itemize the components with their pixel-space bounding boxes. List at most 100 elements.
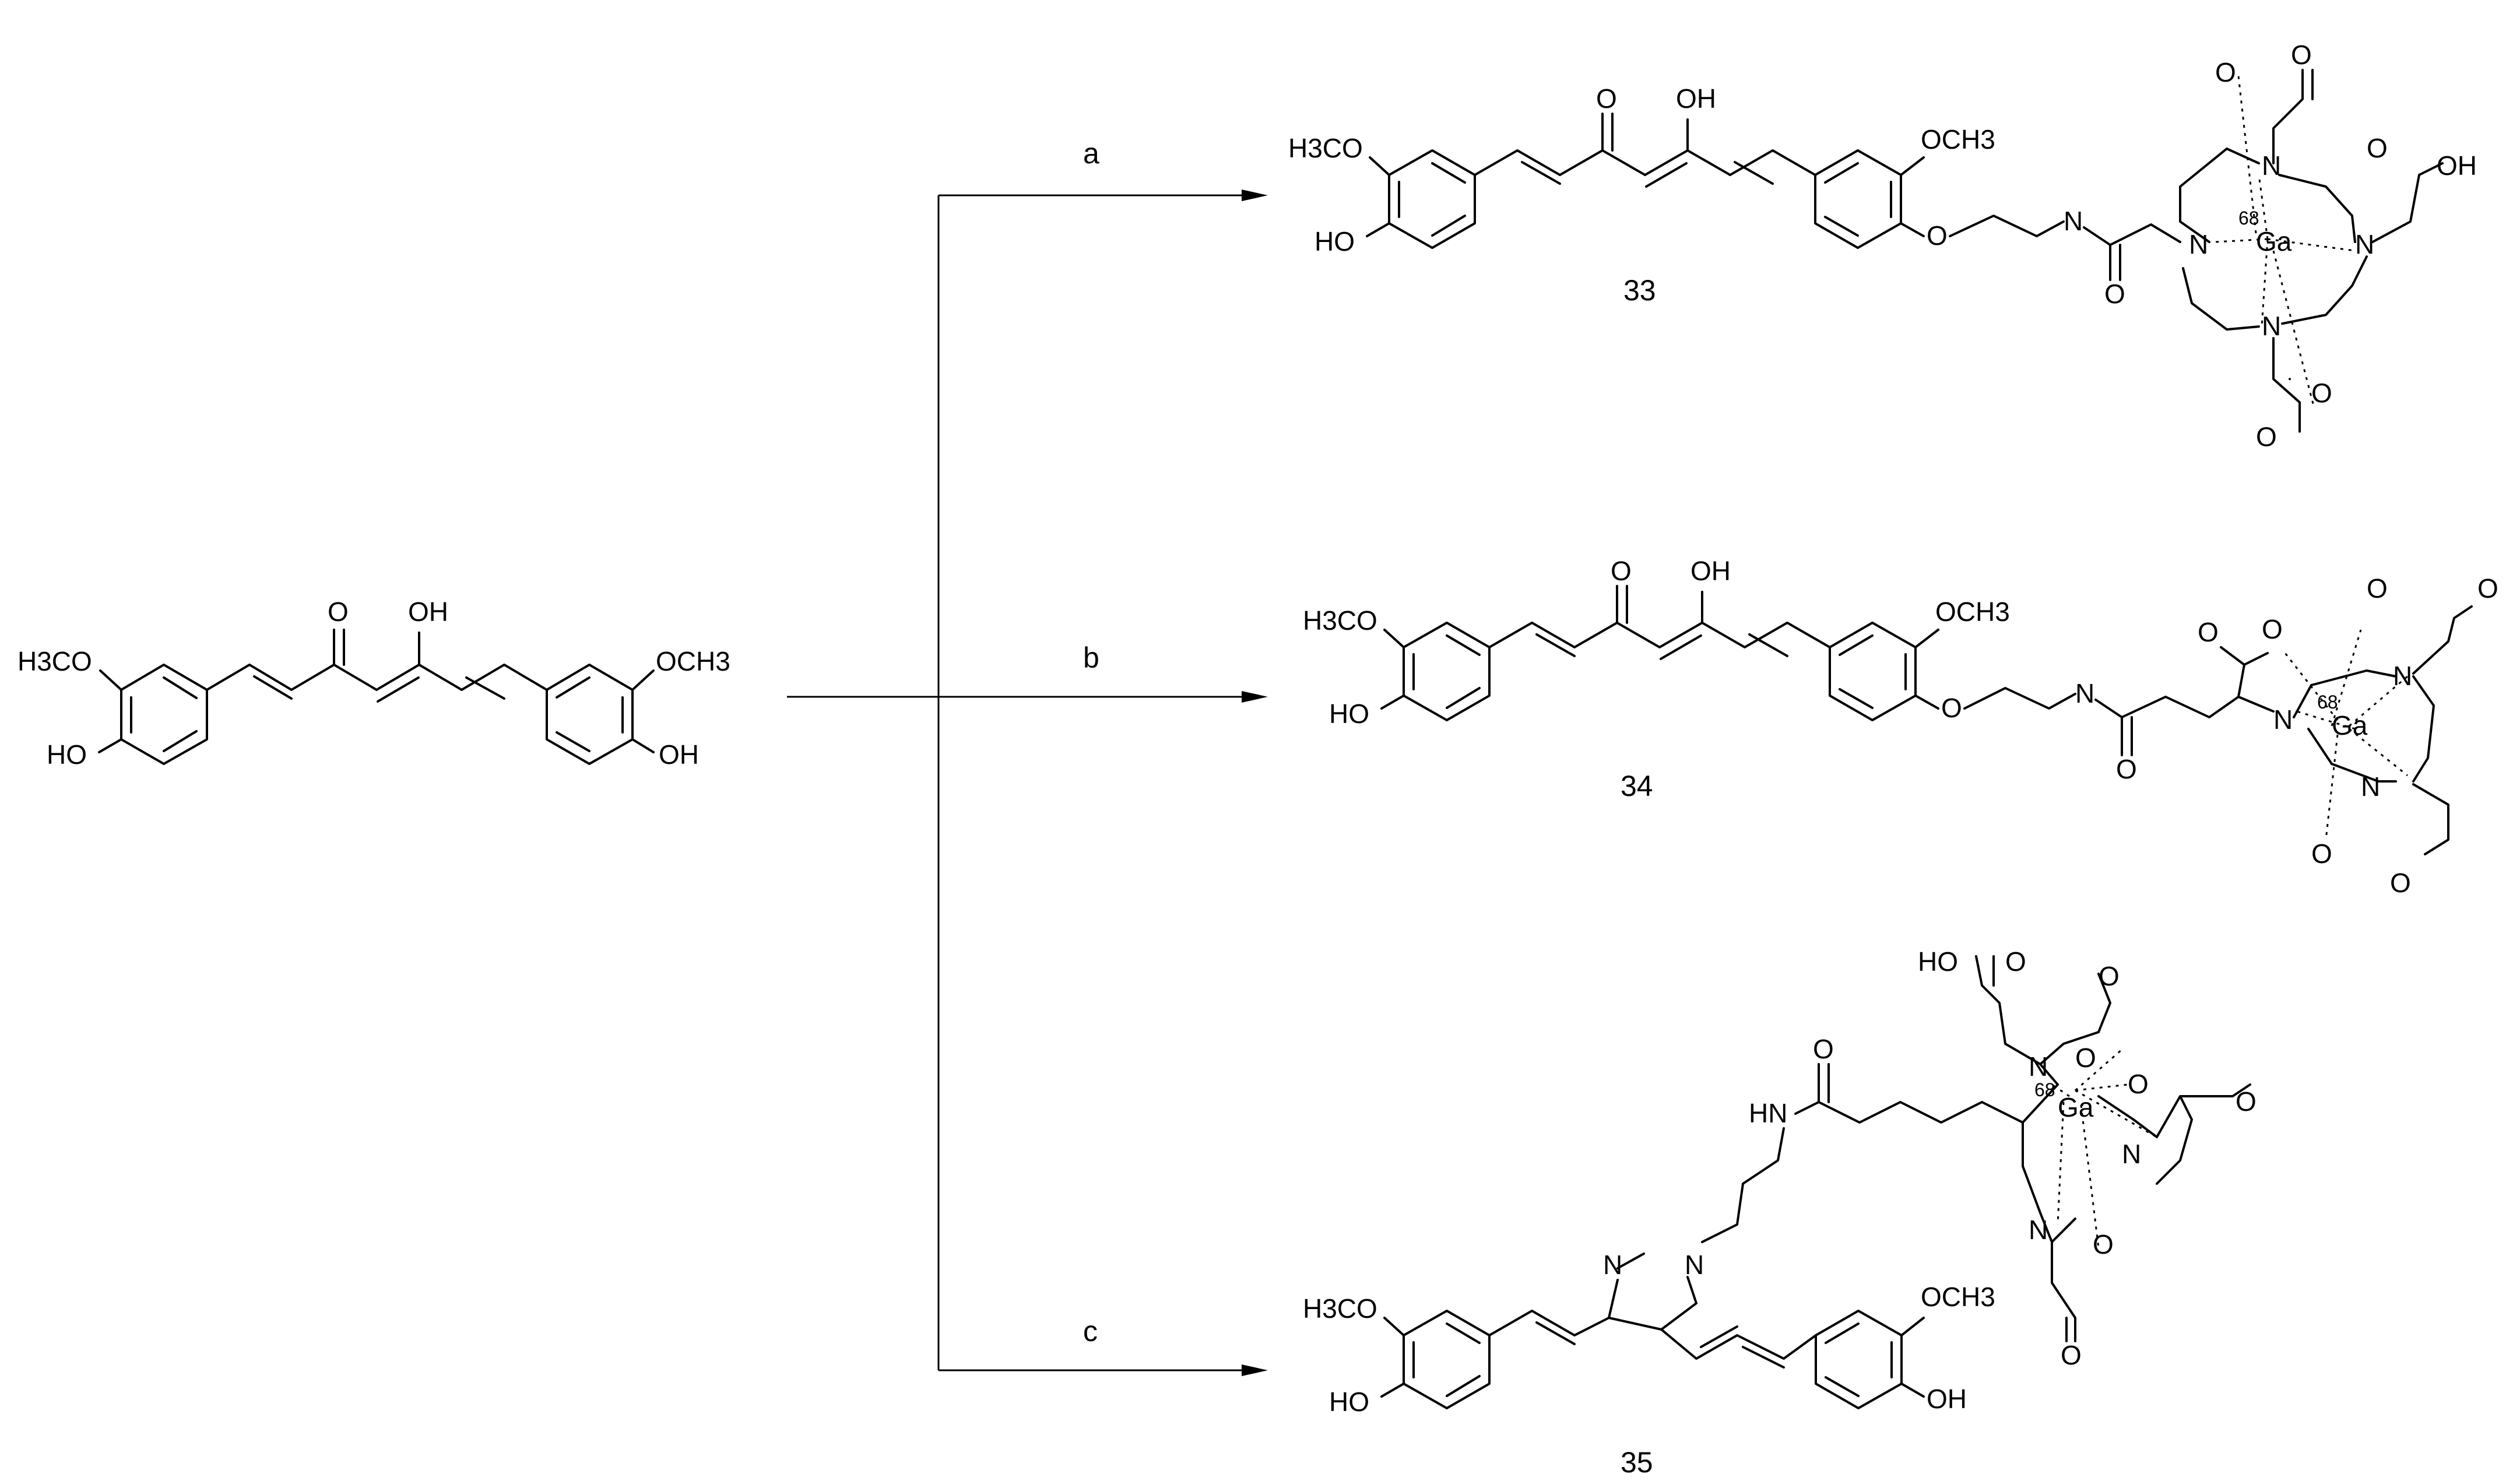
c35-linker bbox=[1380, 1063, 2059, 1398]
c34-label-14: 68 bbox=[2317, 692, 2338, 713]
reaction-arrows: a b c bbox=[787, 137, 1268, 1376]
c33-label-4: OH bbox=[1676, 83, 1716, 114]
c34-linker bbox=[1380, 629, 2269, 756]
c34-label-15: Ga bbox=[2332, 710, 2368, 741]
c33-label-20: O bbox=[2256, 422, 2277, 452]
c33-label-9: N bbox=[2189, 229, 2208, 259]
c35-label-7: HN bbox=[1749, 1098, 1787, 1128]
c33-chain bbox=[1474, 113, 1816, 188]
c33-linker bbox=[1366, 156, 2181, 281]
c35-label-19: N bbox=[2029, 1215, 2048, 1245]
c33-label-12: N bbox=[2262, 311, 2281, 341]
c33-label-19: O bbox=[2311, 378, 2332, 408]
c34-label-17: O bbox=[2477, 573, 2498, 604]
c34-label-3: O bbox=[1611, 556, 1632, 586]
c34-label-16: O bbox=[2367, 573, 2388, 604]
start-label-4: OH bbox=[408, 597, 448, 627]
arrowhead-b bbox=[1242, 691, 1268, 703]
c34-macrocycle bbox=[2237, 605, 2473, 855]
c35-label-13: N bbox=[2029, 1051, 2048, 1082]
c34-number: 34 bbox=[1621, 770, 1653, 802]
start-label-1: H3CO bbox=[17, 646, 92, 676]
c35-label-20: O bbox=[2093, 1229, 2114, 1260]
c34-label-7: N bbox=[2075, 678, 2094, 708]
c34-label-6: O bbox=[1941, 693, 1962, 723]
c35-right-ring bbox=[1815, 1310, 1903, 1409]
condition-a: a bbox=[1083, 137, 1099, 170]
c35-label-14: 68 bbox=[2034, 1079, 2055, 1100]
c35-number: 35 bbox=[1621, 1446, 1653, 1479]
c33-number: 33 bbox=[1623, 274, 1656, 307]
start-label-5: OCH3 bbox=[656, 646, 730, 676]
c35-label-12: O bbox=[2075, 1043, 2096, 1073]
c35-label-9: HO bbox=[1918, 946, 1958, 977]
c33-label-1: H3CO bbox=[1288, 133, 1363, 163]
c33-label-16: O bbox=[2291, 40, 2312, 70]
c34-label-12: N bbox=[2393, 661, 2412, 691]
c35-label-11: O bbox=[2099, 961, 2120, 991]
c35-label-10: O bbox=[2005, 946, 2026, 977]
c34-label-8: O bbox=[2116, 754, 2137, 784]
c33-label-14: Ga bbox=[2256, 226, 2292, 257]
c35-label-4: N bbox=[1685, 1250, 1704, 1280]
c35-vinyl-pyrazole bbox=[1488, 1253, 1817, 1369]
c35-label-18: N bbox=[2122, 1139, 2141, 1169]
arrowhead-a bbox=[1242, 190, 1268, 201]
c35-label-2: HO bbox=[1329, 1387, 1369, 1417]
c34-chain bbox=[1488, 585, 1831, 660]
c35-label-16: O bbox=[2128, 1069, 2149, 1099]
c35-label-6: OH bbox=[1927, 1384, 1967, 1414]
c35-left-ring bbox=[1403, 1310, 1491, 1409]
c34-coordination bbox=[2284, 629, 2408, 840]
c33-macrocycle bbox=[2179, 69, 2444, 433]
c34-label-1: H3CO bbox=[1303, 605, 1377, 636]
c33-label-15: O bbox=[2215, 57, 2236, 87]
c34-right-ring bbox=[1829, 622, 1917, 721]
c35-label-15: Ga bbox=[2058, 1092, 2094, 1122]
start-label-3: O bbox=[328, 597, 349, 627]
c34-label-4: OH bbox=[1690, 556, 1731, 586]
c33-label-3: O bbox=[1596, 83, 1617, 114]
c35-label-8: O bbox=[1813, 1034, 1834, 1064]
right-aryl-ring bbox=[546, 664, 634, 765]
heptadienone-chain bbox=[206, 629, 548, 703]
c35-label-3: N bbox=[1603, 1250, 1622, 1280]
c35-label-17: O bbox=[2236, 1086, 2257, 1117]
c33-label-5: OCH3 bbox=[1921, 124, 1995, 155]
c33-label-8: O bbox=[2104, 279, 2125, 309]
arrowhead-c bbox=[1242, 1364, 1268, 1376]
c34-label-5: OCH3 bbox=[1935, 597, 2010, 627]
c33-left-ring bbox=[1388, 149, 1476, 249]
c33-label-2: HO bbox=[1315, 226, 1355, 257]
c34-label-2: HO bbox=[1329, 699, 1369, 729]
arrow-trunk bbox=[787, 195, 1247, 1370]
c33-label-13: 68 bbox=[2238, 208, 2259, 229]
c33-label-10: N bbox=[2262, 150, 2281, 181]
c35-label-5: OCH3 bbox=[1921, 1282, 1995, 1312]
compound-34: H3CO HO O OH OCH3 O N O O O N N N 68 Ga … bbox=[1303, 556, 2498, 898]
c33-label-6: O bbox=[1927, 220, 1948, 251]
c34-label-9: O bbox=[2198, 617, 2219, 647]
c35-chelator bbox=[1975, 955, 2251, 1342]
c33-right-ring bbox=[1814, 149, 1902, 249]
c34-label-13: N bbox=[2361, 771, 2380, 802]
c35-label-1: H3CO bbox=[1303, 1293, 1377, 1324]
c34-label-18: O bbox=[2311, 839, 2332, 869]
condition-c: c bbox=[1083, 1315, 1098, 1348]
starting-compound-curcumin: H3CO HO O OH OCH3 OH bbox=[17, 597, 730, 770]
c33-label-7: N bbox=[2064, 206, 2083, 236]
start-label-2: HO bbox=[47, 739, 87, 770]
condition-b: b bbox=[1083, 641, 1099, 674]
c35-label-21: O bbox=[2061, 1340, 2082, 1370]
c34-left-ring bbox=[1403, 622, 1491, 721]
compound-33: H3CO HO O OH OCH3 O N O N N N N 68 Ga O … bbox=[1288, 40, 2477, 452]
c35-coordination bbox=[2051, 1048, 2157, 1248]
c33-label-17: O bbox=[2367, 133, 2388, 163]
c34-label-11: N bbox=[2273, 704, 2293, 735]
c34-label-19: O bbox=[2390, 868, 2411, 898]
compound-35: H3CO HO N N OCH3 OH HN O HO O O O N 68 G… bbox=[1303, 946, 2257, 1479]
c33-label-18: OH bbox=[2437, 150, 2477, 181]
c33-coordination bbox=[2215, 75, 2356, 409]
left-aryl-ring bbox=[120, 664, 208, 765]
